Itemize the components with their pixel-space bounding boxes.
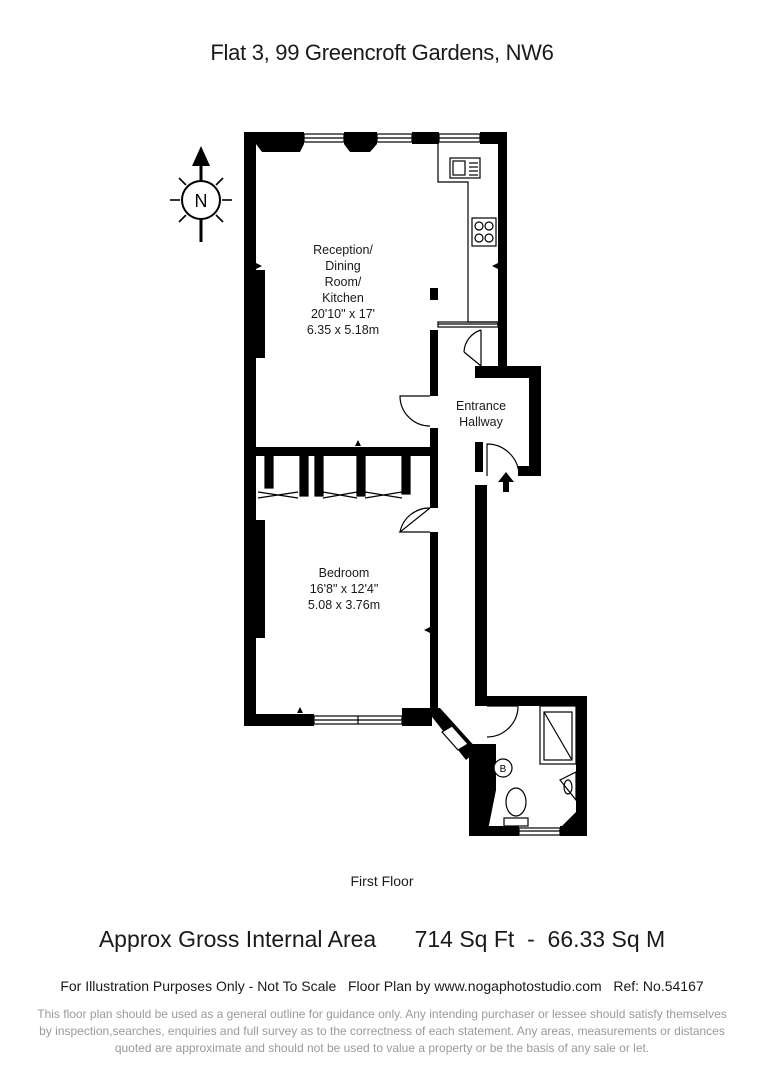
gross-internal-area: Approx Gross Internal Area 714 Sq Ft - 6… xyxy=(0,926,764,953)
wardrobe xyxy=(257,455,411,499)
room-dimension-imperial: 16'8" x 12'4" xyxy=(309,582,379,596)
area-label: Approx Gross Internal Area xyxy=(98,926,377,952)
wall-markers xyxy=(256,263,498,713)
disclaimer: This floor plan should be used as a gene… xyxy=(37,1007,727,1055)
room-dimension-imperial: 20'10" x 17' xyxy=(310,307,376,321)
room-name-line: Dining xyxy=(325,259,361,273)
walls xyxy=(244,132,587,836)
windows xyxy=(303,133,561,836)
doors xyxy=(398,329,520,738)
room-dimension-metric: 6.35 x 5.18m xyxy=(306,323,380,337)
bathroom-fixtures xyxy=(503,705,577,827)
room-name-line: Reception/ xyxy=(313,243,373,257)
reference-number: Ref: No.54167 xyxy=(613,978,704,994)
illustration-note: For Illustration Purposes Only - Not To … xyxy=(60,978,337,994)
boiler-label: B xyxy=(500,764,507,775)
room-name-line: Hallway xyxy=(459,415,503,429)
page-title: Flat 3, 99 Greencroft Gardens, NW6 xyxy=(210,40,554,65)
kitchen-counter xyxy=(437,144,499,328)
floor-label: First Floor xyxy=(350,873,414,889)
boiler-icon xyxy=(493,758,513,778)
room-label-entrance: Entrance Hallway xyxy=(446,398,516,430)
area-separator: - xyxy=(527,926,535,952)
room-name-line: Bedroom xyxy=(318,566,370,580)
entrance-arrow-icon xyxy=(498,472,514,492)
area-sqm: 66.33 Sq M xyxy=(547,926,666,952)
room-name-line: Kitchen xyxy=(322,291,364,305)
room-name-line: Entrance xyxy=(455,399,507,413)
room-dimension-metric: 5.08 x 3.76m xyxy=(307,598,381,612)
room-label-reception: Reception/ Dining Room/ Kitchen 20'10" x… xyxy=(296,242,390,338)
room-name-line: Room/ xyxy=(324,275,362,289)
compass-letter: N xyxy=(195,191,208,211)
area-sqft: 714 Sq Ft xyxy=(414,926,515,952)
credits-line: For Illustration Purposes Only - Not To … xyxy=(0,978,764,994)
room-label-bedroom: Bedroom 16'8" x 12'4" 5.08 x 3.76m xyxy=(294,565,394,613)
north-compass-icon xyxy=(170,146,232,242)
floorplan-credit: Floor Plan by www.nogaphotostudio.com xyxy=(347,978,602,994)
